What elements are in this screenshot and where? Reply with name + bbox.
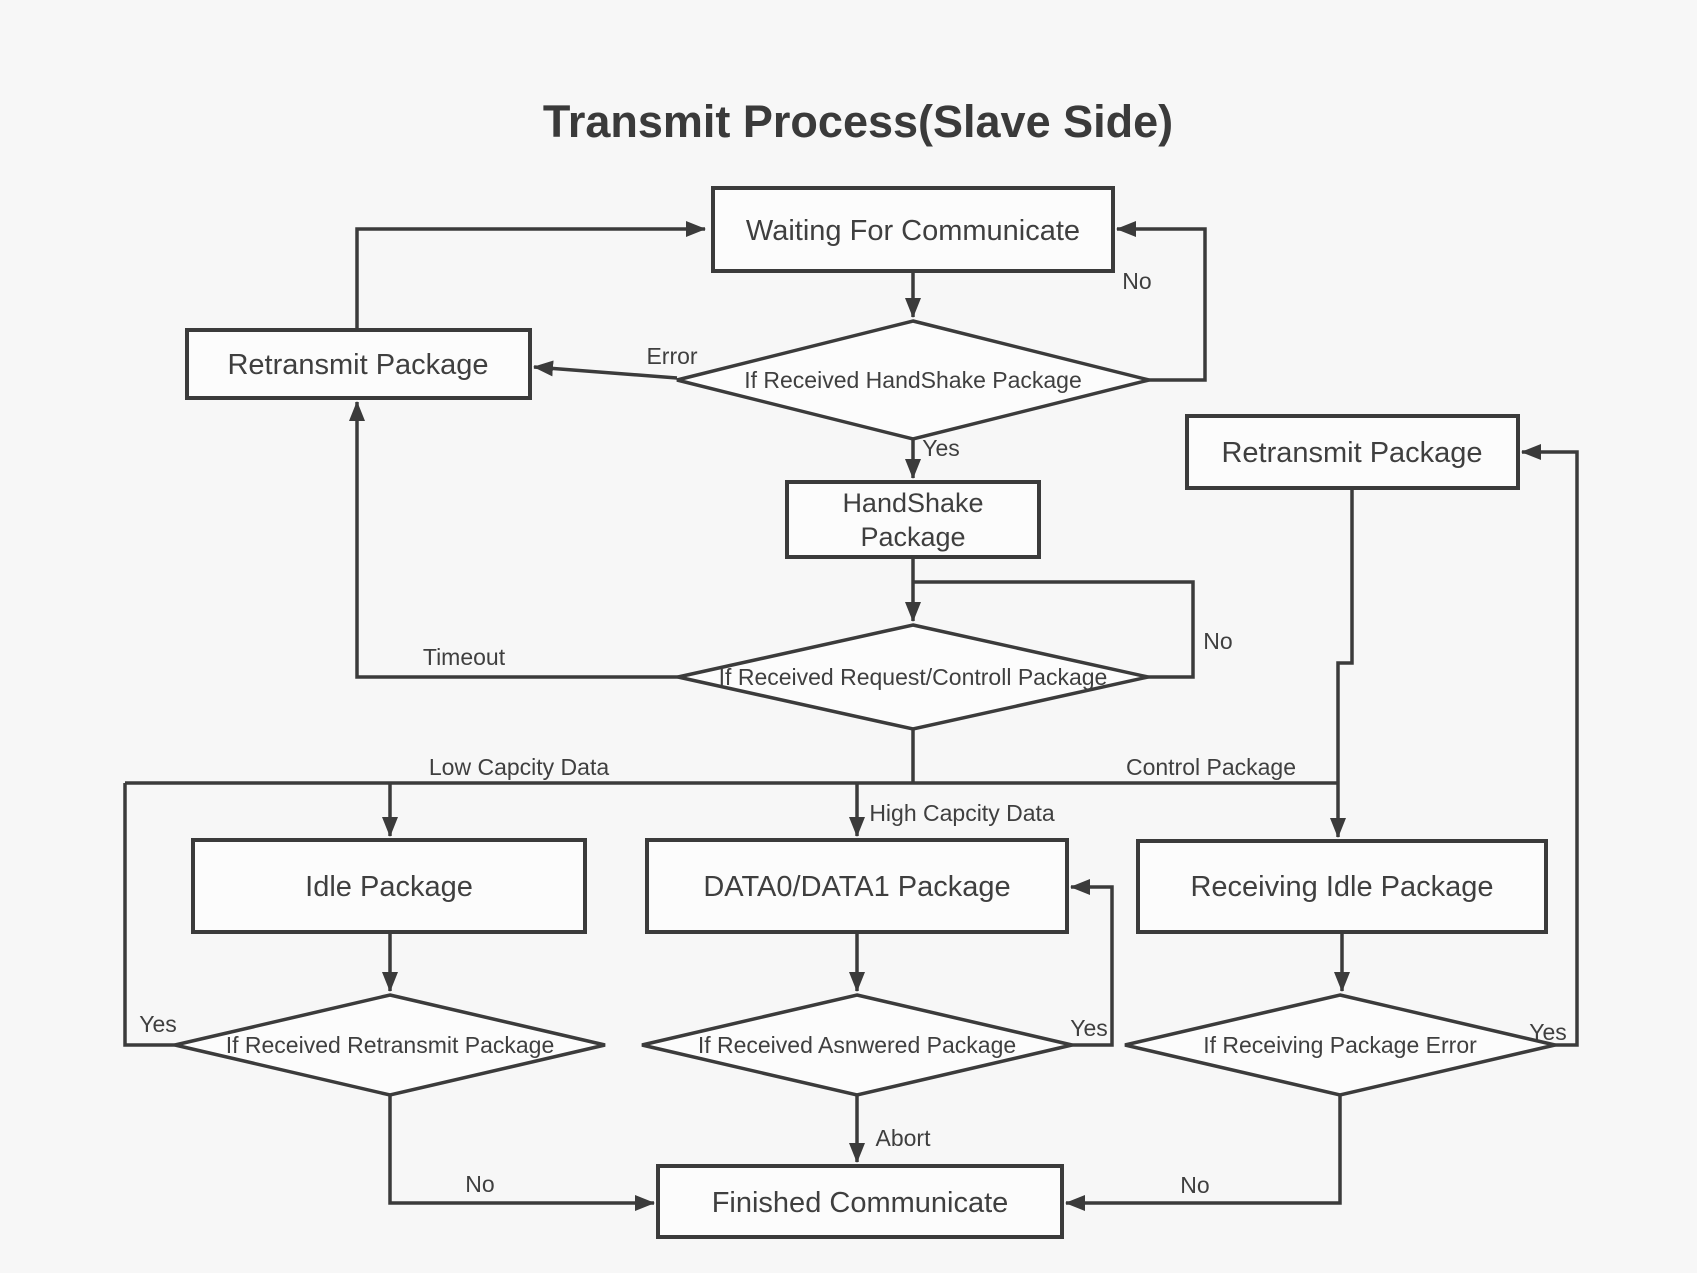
edge-retransmit-no-to-finished xyxy=(388,1095,655,1211)
node-retransmit-right-label: Retransmit Package xyxy=(1221,437,1482,469)
label-high-capacity: High Capcity Data xyxy=(869,800,1055,826)
node-request-check-label: If Received Request/Controll Package xyxy=(719,664,1108,690)
node-idle-package[interactable]: Idle Package xyxy=(191,838,587,934)
label-yes-handshake: Yes xyxy=(922,435,960,461)
label-error: Error xyxy=(646,343,697,369)
node-if-received-retransmit-package[interactable]: If Received Retransmit Package xyxy=(174,993,606,1097)
label-no-handshake: No xyxy=(1122,268,1151,294)
node-retransmit-left-label: Retransmit Package xyxy=(227,349,488,381)
diagram-title: Transmit Process(Slave Side) xyxy=(543,96,1173,147)
edge-retransmit-yes-loop xyxy=(123,783,175,1047)
edge-retransmit-left-to-waiting xyxy=(355,221,706,330)
node-handshake-check-label: If Received HandShake Package xyxy=(744,367,1082,393)
edge-labels: No Error Yes No Timeout Low Capcity Data… xyxy=(139,268,1567,1198)
label-no-error: No xyxy=(1180,1172,1209,1198)
node-if-receiving-package-error[interactable]: If Receiving Package Error xyxy=(1124,993,1556,1097)
edge-retransmit-right-to-receiving xyxy=(1330,488,1354,838)
node-handshake-package-line2: Package xyxy=(860,522,965,552)
node-if-received-request-controll-package[interactable]: If Received Request/Controll Package xyxy=(677,623,1149,731)
node-finished-label: Finished Communicate xyxy=(712,1187,1009,1219)
edge-request-no-loop xyxy=(913,580,1195,679)
node-receiving-idle-package[interactable]: Receiving Idle Package xyxy=(1136,839,1548,934)
node-handshake-package-line1: HandShake xyxy=(842,488,983,518)
node-data-label: DATA0/DATA1 Package xyxy=(703,871,1010,903)
label-yes-answered: Yes xyxy=(1070,1015,1108,1041)
label-control-package: Control Package xyxy=(1126,754,1296,780)
label-no-request: No xyxy=(1203,628,1232,654)
node-waiting-label: Waiting For Communicate xyxy=(746,215,1080,247)
node-handshake-package[interactable]: HandShake Package xyxy=(785,480,1041,559)
node-idle-label: Idle Package xyxy=(305,871,473,903)
label-abort: Abort xyxy=(876,1125,932,1151)
label-no-retransmit: No xyxy=(465,1171,494,1197)
node-receiving-label: Receiving Idle Package xyxy=(1190,871,1493,903)
edge-answered-yes-to-data xyxy=(1070,879,1114,1047)
node-retransmit-package-left[interactable]: Retransmit Package xyxy=(185,328,532,400)
edge-error-no-to-finished xyxy=(1065,1095,1342,1211)
node-finished-communicate[interactable]: Finished Communicate xyxy=(656,1164,1064,1239)
node-error-check-label: If Receiving Package Error xyxy=(1203,1032,1477,1058)
edge-timeout-to-retransmit-left xyxy=(349,401,678,679)
label-low-capacity: Low Capcity Data xyxy=(429,754,609,780)
label-timeout: Timeout xyxy=(423,644,506,670)
label-yes-retransmit: Yes xyxy=(139,1011,177,1037)
connectors xyxy=(123,221,1579,1211)
node-retransmit-package-right[interactable]: Retransmit Package xyxy=(1185,414,1520,490)
node-data0-data1-package[interactable]: DATA0/DATA1 Package xyxy=(645,838,1069,934)
edge-no-loop-to-waiting xyxy=(1116,221,1207,382)
edge-error-to-retransmit-left xyxy=(533,360,678,380)
node-retransmit-check-label: If Received Retransmit Package xyxy=(226,1032,555,1058)
node-answered-check-label: If Received Asnwered Package xyxy=(698,1032,1016,1058)
edge-error-yes-to-retransmit-right xyxy=(1521,444,1579,1047)
node-waiting-for-communicate[interactable]: Waiting For Communicate xyxy=(711,186,1115,273)
node-if-received-handshake-package[interactable]: If Received HandShake Package xyxy=(676,319,1150,441)
node-if-received-asnwered-package[interactable]: If Received Asnwered Package xyxy=(641,993,1073,1097)
